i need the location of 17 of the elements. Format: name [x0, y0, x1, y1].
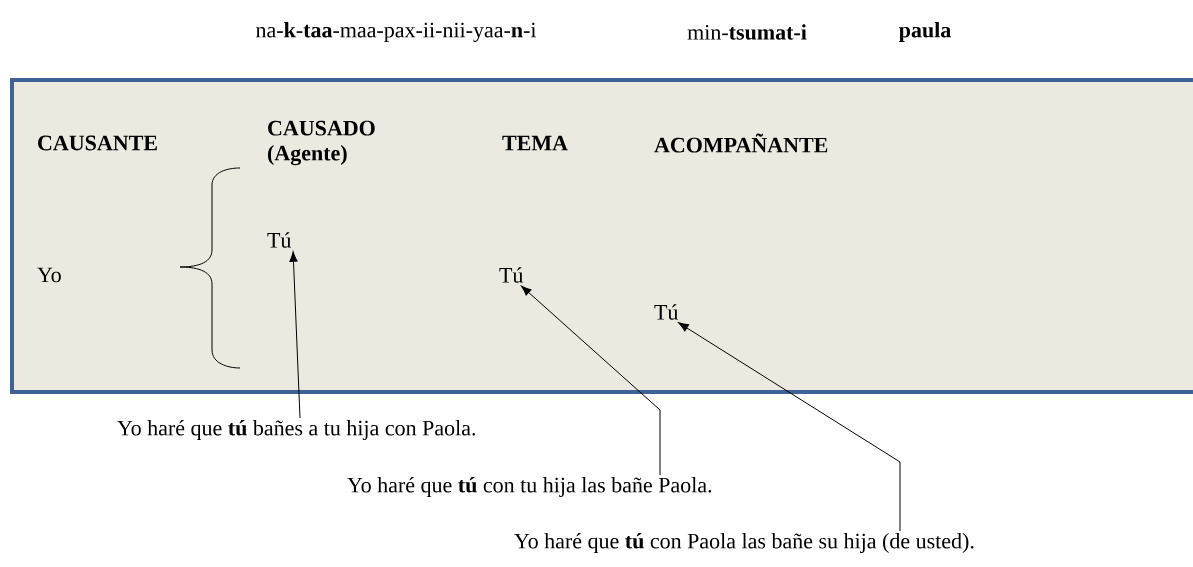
sentence: Yo haré que tú con Paola las bañe su hija (de usted). — [514, 533, 974, 553]
arrow — [678, 322, 901, 532]
sentence: Yo haré que tú con tu hija las bañe Paola. — [347, 477, 712, 497]
sentence: Yo haré que tú bañes a tu hija con Paola. — [117, 420, 476, 440]
column-heading: ACOMPAÑANTE — [654, 133, 828, 153]
column-heading: CAUSADO (Agente) — [268, 120, 375, 166]
role-label: Tú — [654, 304, 679, 320]
role-label: Tú — [499, 267, 524, 283]
gloss-text: paula — [899, 22, 951, 42]
arrow — [521, 285, 661, 476]
column-heading: TEMA — [502, 135, 568, 151]
row-label: Yo — [37, 267, 61, 283]
gloss-text: min-tsumat-i — [687, 24, 807, 40]
role-label: Tú — [267, 232, 292, 248]
column-heading: CAUSANTE — [38, 135, 157, 151]
gloss-text: na-k-taa-maa-pax-ii-nii-yaa-n-i — [256, 22, 537, 42]
arrow — [289, 251, 301, 419]
